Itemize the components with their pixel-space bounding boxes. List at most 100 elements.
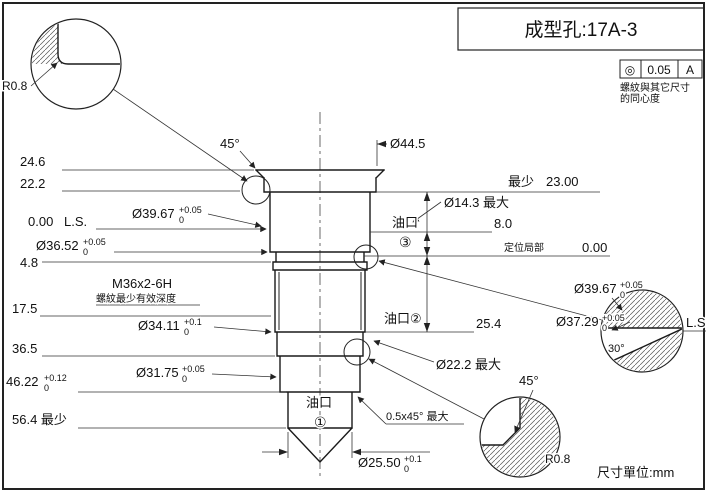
oil-port2-label: 油口② (384, 311, 422, 326)
detail-marker-groove (241, 175, 271, 205)
part-section-outline (255, 169, 385, 464)
dim-46-22-sup: +0.12 (44, 373, 67, 383)
leader-r08-left (30, 62, 58, 87)
fcf-note-line2: 的同心度 (620, 92, 660, 105)
leader-dia39-67-right (611, 297, 623, 311)
datum-ls-right: L.S (686, 315, 706, 330)
dim-dia39-67-right-sub: 0 (620, 290, 625, 300)
thread-spec: M36x2-6H (112, 276, 172, 291)
leader-lines (30, 62, 631, 433)
dim-36-5: 36.5 (12, 341, 37, 356)
datum-ls-left: L.S. (64, 214, 87, 229)
oil-port1-number: ① (314, 414, 327, 430)
thread-minor-lines (278, 272, 362, 330)
dim-23-00: 23.00 (546, 174, 579, 189)
detail-marker-locating (353, 244, 379, 270)
dim-dia31-75-sup: +0.05 (182, 364, 205, 374)
dim-46-22-sub: 0 (44, 383, 49, 393)
dim-dia14-3-max: Ø14.3 最大 (444, 195, 509, 210)
fcf-value: 0.05 (647, 63, 671, 77)
dim-dia22-2-max: Ø22.2 最大 (436, 357, 501, 372)
fcf-note-line1: 螺紋與其它尺寸 (620, 81, 690, 94)
dim-0-00-right: 0.00 (582, 240, 607, 255)
dim-dia39-67-left-sup: +0.05 (179, 205, 202, 215)
dim-30deg: 30° (608, 343, 625, 355)
dimension-arrowheads (279, 140, 431, 456)
unit-note: 尺寸單位:mm (597, 465, 674, 480)
leader-45deg-top (239, 150, 256, 169)
hatch-right-bottom (602, 328, 682, 371)
leader-dia37-29 (611, 321, 631, 331)
title-block: 成型孔:17A-3 (457, 7, 705, 51)
tolerance-frame: ◎ 0.05 A 螺紋與其它尺寸 的同心度 (619, 59, 703, 107)
detail-marker-circles (241, 175, 379, 366)
dimension-extension-lines (40, 140, 706, 458)
fcf-box (619, 59, 703, 79)
dim-dia31-75: Ø31.75 (136, 365, 179, 380)
leader-detail-chamfer (368, 358, 485, 420)
dim-r08-bottom: R0.8 (545, 452, 571, 466)
leader-dia22-2 (373, 339, 435, 363)
oil-port3-number: ③ (399, 234, 412, 250)
title-box (457, 7, 705, 51)
oil-port1-label: 油口 (306, 395, 332, 410)
leader-detail-locating (378, 259, 603, 321)
dim-46-22: 46.22 (6, 374, 39, 389)
dim-dia37-29-sup: +0.05 (602, 313, 625, 323)
drawing-title: 成型孔:17A-3 (525, 19, 638, 41)
dim-dia36-52-sup: +0.05 (83, 237, 106, 247)
detail-view-chamfer (479, 396, 561, 478)
groove-profile (57, 20, 120, 65)
dim-dia37-29-sub: 0 (602, 323, 607, 333)
dim-dia25-50: Ø25.50 (358, 455, 401, 470)
dim-56-4-min: 56.4 最少 (12, 412, 67, 427)
thread-note: 螺紋最少有效深度 (96, 292, 176, 305)
dim-dia31-75-sub: 0 (182, 374, 187, 384)
locating-label: 定位局部 (504, 241, 544, 254)
dim-8-0: 8.0 (494, 216, 512, 231)
concentricity-icon: ◎ (625, 63, 635, 77)
min-label: 最少 (508, 174, 534, 189)
dim-17-5: 17.5 (12, 301, 37, 316)
dim-dia25-50-sub: 0 (404, 464, 409, 474)
chamfer-profile (481, 398, 521, 446)
leader-detail-groove (112, 88, 248, 182)
leader-dia31-75 (211, 373, 277, 380)
dim-dia34-11: Ø34.11 (138, 318, 180, 333)
dim-dia36-52-sub: 0 (83, 247, 88, 257)
leader-dia14-3 (412, 201, 442, 223)
dimension-labels: 24.6 22.2 0.00 L.S. Ø39.67 +0.05 0 Ø36.5… (1, 78, 707, 482)
dim-dia34-11-sub: 0 (184, 327, 189, 337)
dim-45deg-bottom: 45° (519, 373, 539, 388)
dim-chamfer-max: 0.5x45° 最大 (386, 409, 448, 423)
dim-dia37-29: Ø37.29 (556, 314, 599, 329)
leader-dia34-11 (213, 326, 272, 335)
dim-dia39-67-left: Ø39.67 (132, 206, 175, 221)
dim-45deg-top: 45° (220, 136, 240, 151)
dim-dia25-50-sup: +0.1 (404, 454, 422, 464)
leader-45deg-bottom (514, 389, 534, 433)
dim-dia39-67-left-sub: 0 (179, 215, 184, 225)
dim-dia36-52: Ø36.52 (36, 238, 79, 253)
dim-dia34-11-sup: +0.1 (184, 317, 202, 327)
hatch-bottom-detail (481, 398, 559, 476)
dim-24-6: 24.6 (20, 154, 45, 169)
dim-dia39-67-right: Ø39.67 (574, 281, 617, 296)
detail-circle-bottom (479, 396, 561, 478)
fcf-datum: A (686, 63, 694, 77)
dim-0-00-left: 0.00 (28, 214, 53, 229)
leader-dia39-67-left (207, 213, 262, 228)
dim-dia39-67-right-sup: +0.05 (620, 280, 643, 290)
dim-dia44-5: Ø44.5 (390, 136, 425, 151)
detail-marker-chamfer (343, 338, 371, 366)
dim-22-2: 22.2 (20, 176, 45, 191)
dim-4-8: 4.8 (20, 255, 38, 270)
detail-circle-left (30, 18, 122, 110)
dim-25-4: 25.4 (476, 316, 501, 331)
oil-port3-label: 油口 (392, 215, 418, 230)
dim-r08-left: R0.8 (2, 79, 28, 93)
